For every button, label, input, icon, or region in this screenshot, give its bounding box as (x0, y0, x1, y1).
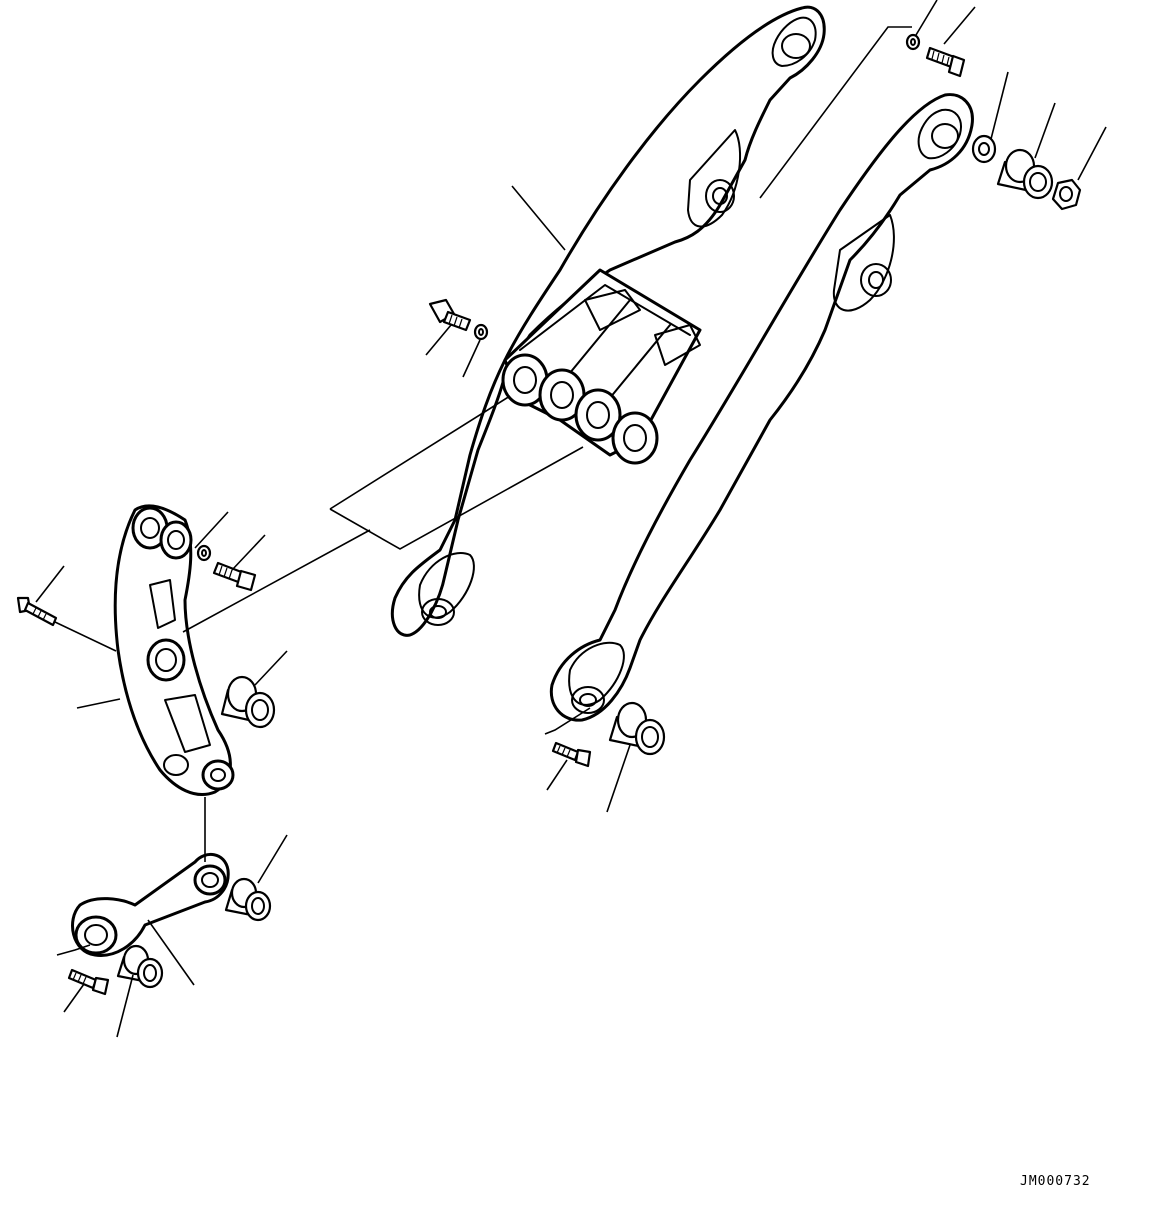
bushing-bell-crank (220, 675, 276, 729)
bushing-link-lower (116, 944, 164, 989)
screw-arm-right (551, 741, 592, 768)
washer-top-small (905, 33, 921, 51)
lift-arm-right (549, 93, 974, 722)
nut-top-right (1051, 178, 1082, 211)
washer-cross-tube (473, 323, 489, 341)
bell-crank (113, 504, 235, 797)
washer-top-right (971, 134, 997, 164)
screw-bell-crank (16, 596, 58, 627)
bushing-link-upper (224, 877, 272, 922)
bushing-arm-right (608, 701, 666, 756)
washer-bell-crank (196, 544, 212, 562)
lift-arm-left (390, 5, 826, 637)
bolt-bell-crank (212, 561, 257, 592)
bolt-top-right (925, 46, 966, 78)
drawing-id-label: JM000732 (1020, 1174, 1091, 1189)
link-rod (71, 853, 230, 957)
cross-tube (501, 268, 702, 465)
bushing-top-right (996, 148, 1054, 200)
screw-link (67, 968, 110, 996)
bolt-cross-tube (428, 298, 472, 332)
leader-lines (35, 0, 1107, 1038)
